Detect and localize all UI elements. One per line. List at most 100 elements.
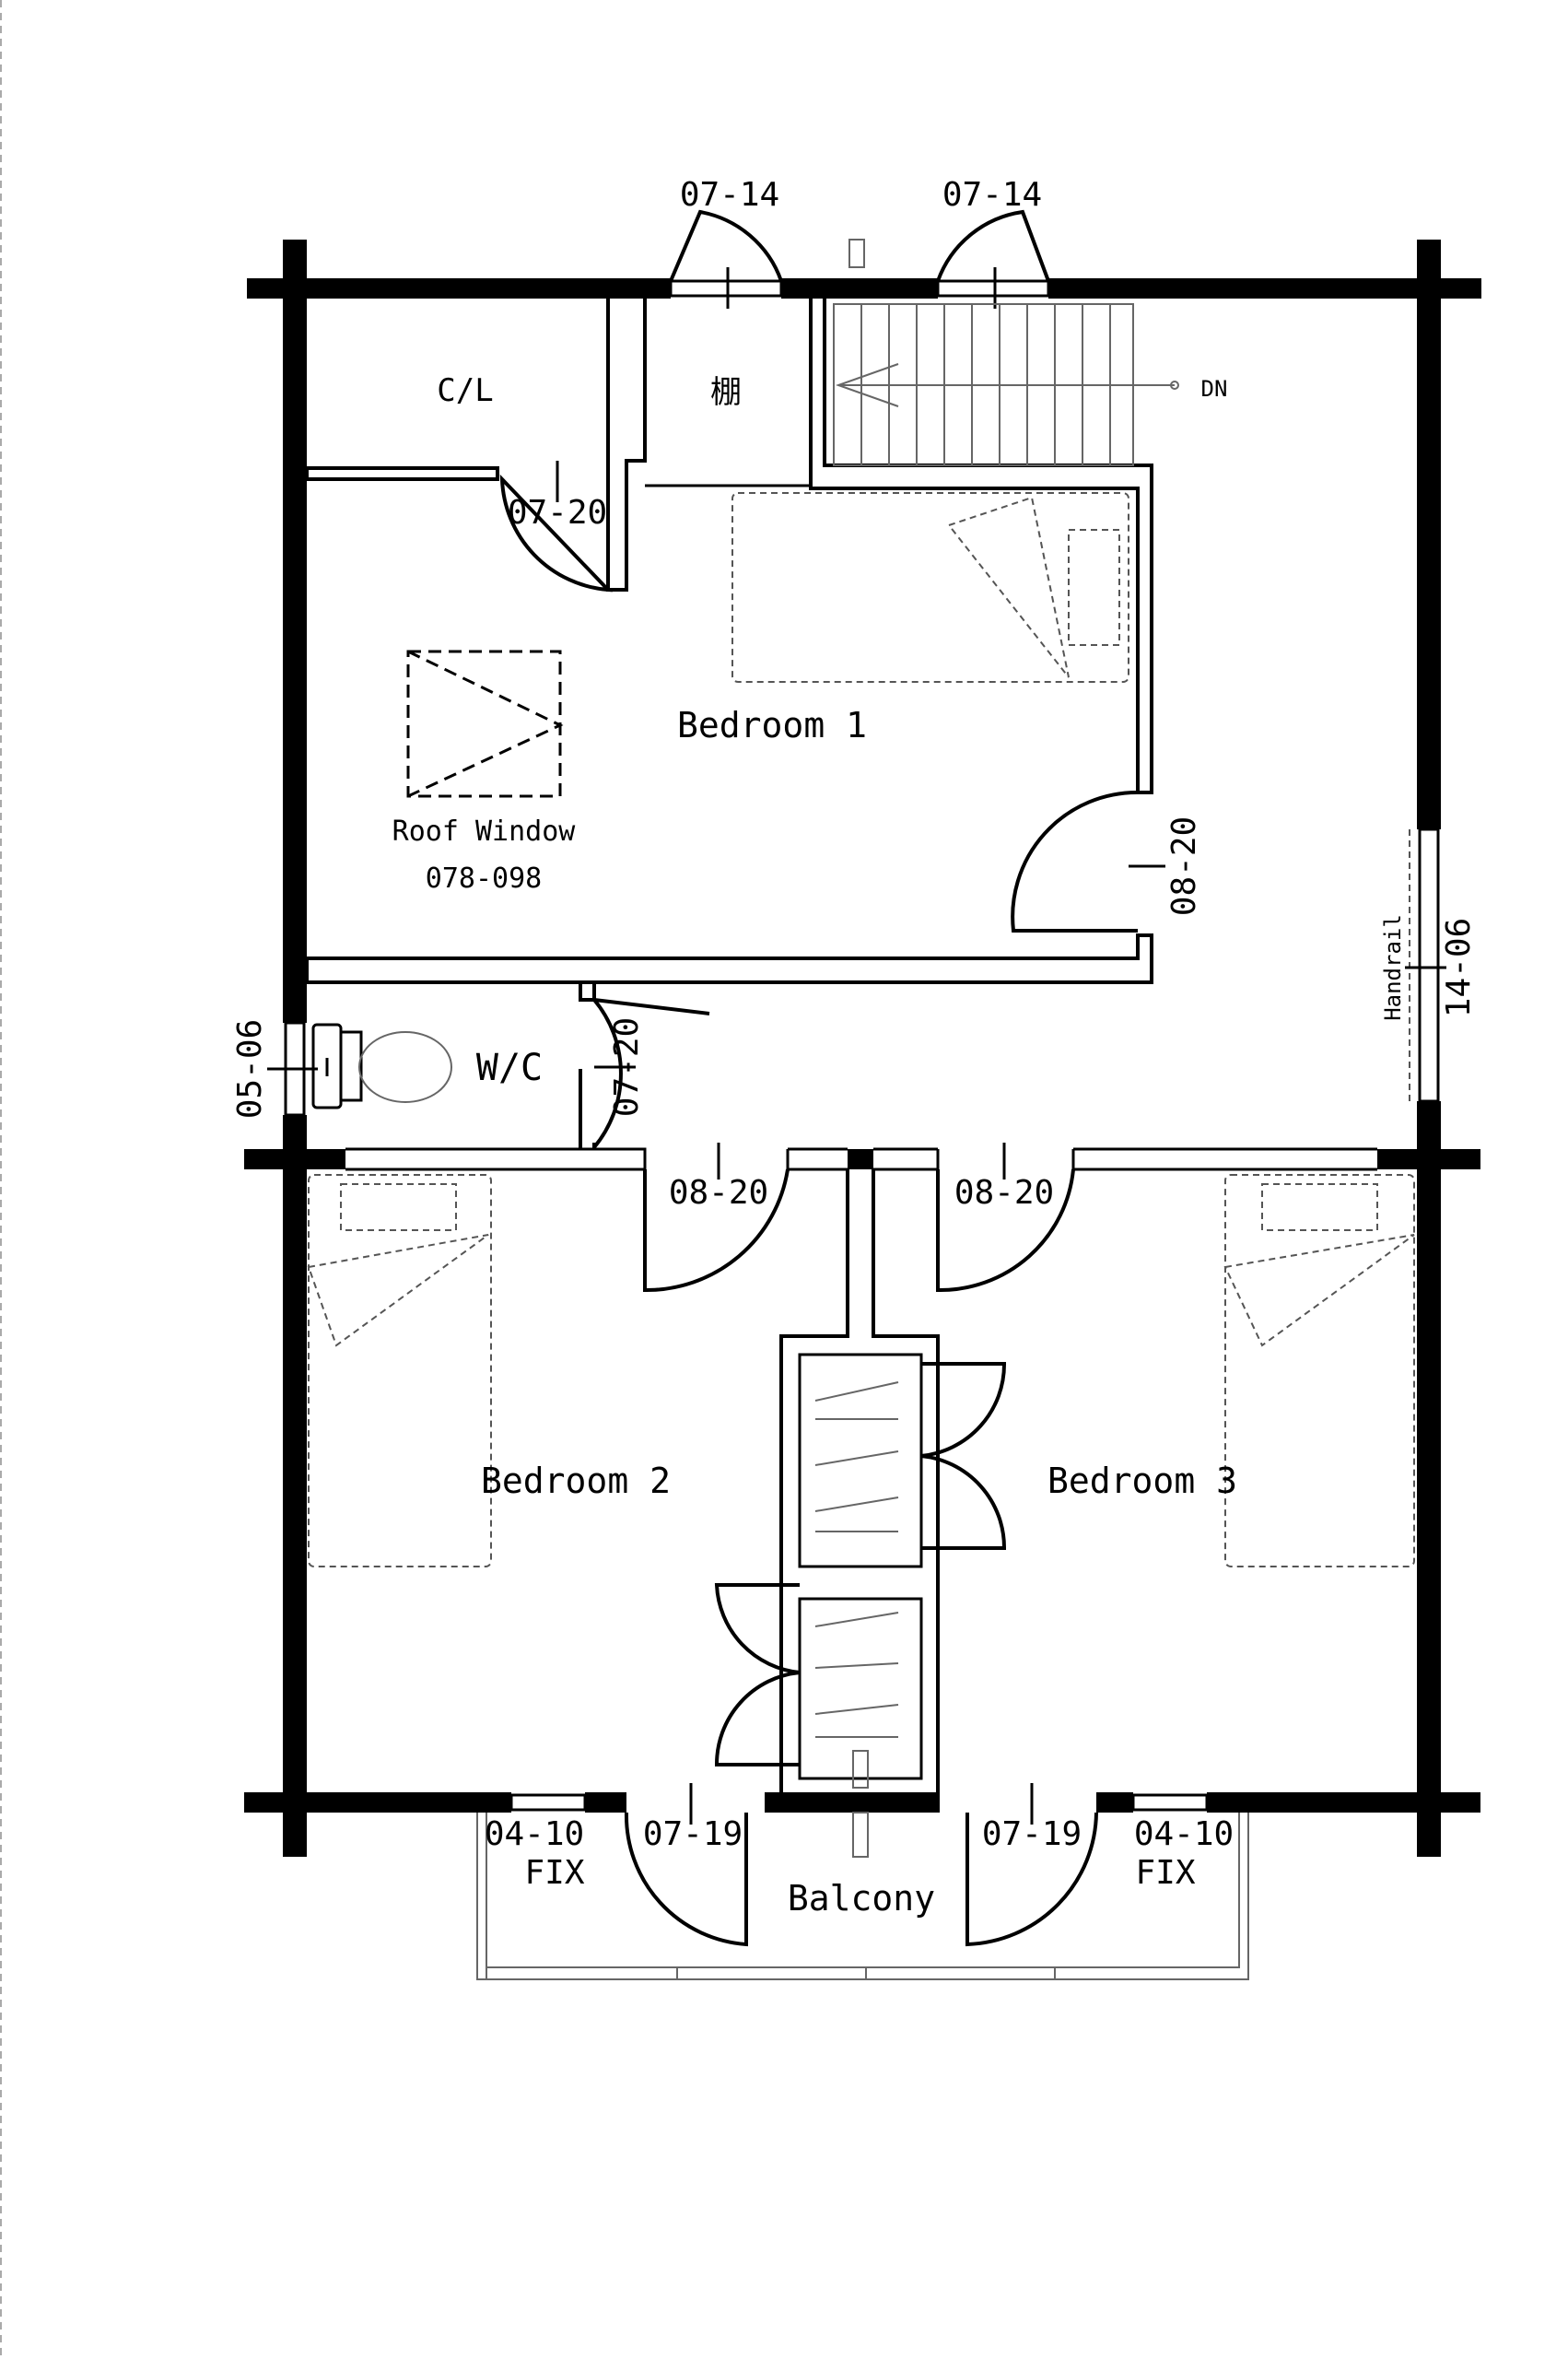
code-fix-left: 04-10 [485, 1815, 584, 1853]
closet-b2-box [798, 1597, 923, 1780]
right-wall-upper [1417, 240, 1441, 829]
code-top-window-left: 07-14 [680, 176, 779, 214]
bedroom3-label: Bedroom 3 [1047, 1461, 1237, 1501]
code-top-window-right: 07-14 [942, 176, 1042, 214]
mid-partition-left [345, 1147, 647, 1171]
code-balcony-door-right: 07-19 [982, 1815, 1082, 1853]
bed3-blanket [1223, 1234, 1415, 1347]
code-fix-right: 04-10 [1134, 1815, 1234, 1853]
code-fix-left-label: FIX [524, 1854, 584, 1892]
roof-window-code: 078-098 [426, 863, 542, 895]
bed1 [731, 492, 1129, 683]
mid-wall-right-stub [1377, 1149, 1480, 1169]
bottom-wall-seg4 [1096, 1792, 1133, 1813]
mid-wall-post [848, 1149, 873, 1169]
bed2-pillow [340, 1183, 457, 1231]
window-swing-left [669, 209, 783, 282]
bed1-pillow [1068, 529, 1120, 646]
balcony [476, 1813, 1249, 1980]
closet-right-wall [606, 299, 647, 592]
closet-label: C/L [437, 372, 493, 409]
closet-door-swing [499, 474, 614, 593]
interior-walls [305, 239, 1377, 1858]
bed2-blanket [307, 1234, 489, 1347]
code-bedroom1-door: 08-20 [1165, 816, 1203, 916]
left-wall-upper [283, 240, 307, 1023]
window-swing-right [936, 209, 1050, 282]
doors [499, 209, 1139, 1947]
bedroom2-label: Bedroom 2 [481, 1461, 671, 1501]
wc-label: W/C [476, 1047, 543, 1089]
top-window-left [669, 279, 783, 298]
mid-partition-right [1071, 1147, 1377, 1171]
roof-window-title: Roof Window [392, 816, 577, 848]
closet-b3-door-b [920, 1454, 1007, 1550]
code-wc-door: 07-20 [608, 1017, 646, 1117]
stair-arrow-origin [1170, 381, 1179, 390]
bed3 [1224, 1174, 1415, 1567]
balcony-outline [476, 1813, 1249, 1980]
closet-b3-box [798, 1353, 923, 1568]
closet-bottom-wall [305, 466, 499, 481]
windows [267, 267, 1446, 1812]
balcony-label: Balcony [788, 1878, 935, 1919]
toilet-bowl [358, 1031, 452, 1103]
bed1-blanket [947, 496, 1070, 678]
balcony-door-right [965, 1812, 1098, 1947]
code-bedroom3-door: 08-20 [954, 1174, 1054, 1212]
toilet-seat-base [339, 1030, 363, 1102]
bed2 [308, 1174, 492, 1567]
code-wc-window: 05-06 [231, 1019, 269, 1119]
right-window [1418, 827, 1440, 1103]
top-wall-middle [781, 278, 938, 299]
balcony-door-left [624, 1812, 748, 1947]
code-closet-door: 07-20 [508, 494, 607, 532]
mid-partition-center-left [786, 1147, 848, 1171]
opening-codes: 07-14 07-14 07-20 08-20 07-20 05-06 14-0… [231, 176, 1478, 1892]
shelf-label: 棚 [710, 374, 742, 411]
top-wall-right [1048, 278, 1481, 299]
mid-wall-left-stub [244, 1149, 345, 1169]
closet-b2-door-a [714, 1583, 801, 1674]
bottom-wall-center [765, 1792, 940, 1813]
code-bedroom2-door: 08-20 [669, 1174, 768, 1212]
staircase [833, 303, 1179, 466]
left-wall-lower [283, 1115, 307, 1857]
bed3-pillow [1261, 1183, 1378, 1231]
bedroom1-label: Bedroom 1 [677, 705, 867, 745]
bottom-wall-right [1207, 1792, 1480, 1813]
code-fix-right-label: FIX [1135, 1854, 1195, 1892]
balcony-inner [486, 1813, 1240, 1968]
closet-b3-door-a [920, 1362, 1007, 1458]
top-window-right [936, 279, 1050, 298]
room-labels: C/L 棚 Bedroom 1 Roof Window 078-098 W/C … [392, 372, 1406, 1919]
top-wall-left [247, 278, 671, 299]
closet-hangers [814, 1381, 899, 1738]
stair-arrow-head [836, 363, 899, 407]
code-right-window: 14-06 [1440, 918, 1478, 1017]
bottom-wall-left [244, 1792, 511, 1813]
wc-door-swing [592, 998, 623, 1149]
exterior-walls [244, 240, 1481, 1857]
wc-right-wall [579, 1069, 596, 1149]
mid-partition-center-right [873, 1147, 940, 1171]
bedroom1-door-swing [1011, 790, 1139, 933]
fix-window-left [509, 1793, 587, 1812]
central-wall-upper [779, 1169, 940, 1583]
handrail-label: Handrail [1380, 914, 1406, 1021]
bedroom1-bottom-wall [305, 933, 1153, 984]
bedroom3-door-swing [936, 1168, 1075, 1293]
beam-mark-balcony [852, 1812, 869, 1858]
fix-window-right [1131, 1793, 1209, 1812]
roof-window [406, 650, 562, 798]
stair-dn-label: DN [1201, 376, 1228, 402]
roof-window-opening [407, 650, 564, 798]
right-wall-lower [1417, 1101, 1441, 1857]
closet-b2-door-b [714, 1671, 801, 1766]
furniture [307, 492, 1415, 1567]
beam-mark-top [848, 239, 865, 268]
wc-top-wall [307, 980, 596, 1002]
bottom-wall-seg2 [585, 1792, 626, 1813]
beam-mark-bottom [852, 1750, 869, 1789]
